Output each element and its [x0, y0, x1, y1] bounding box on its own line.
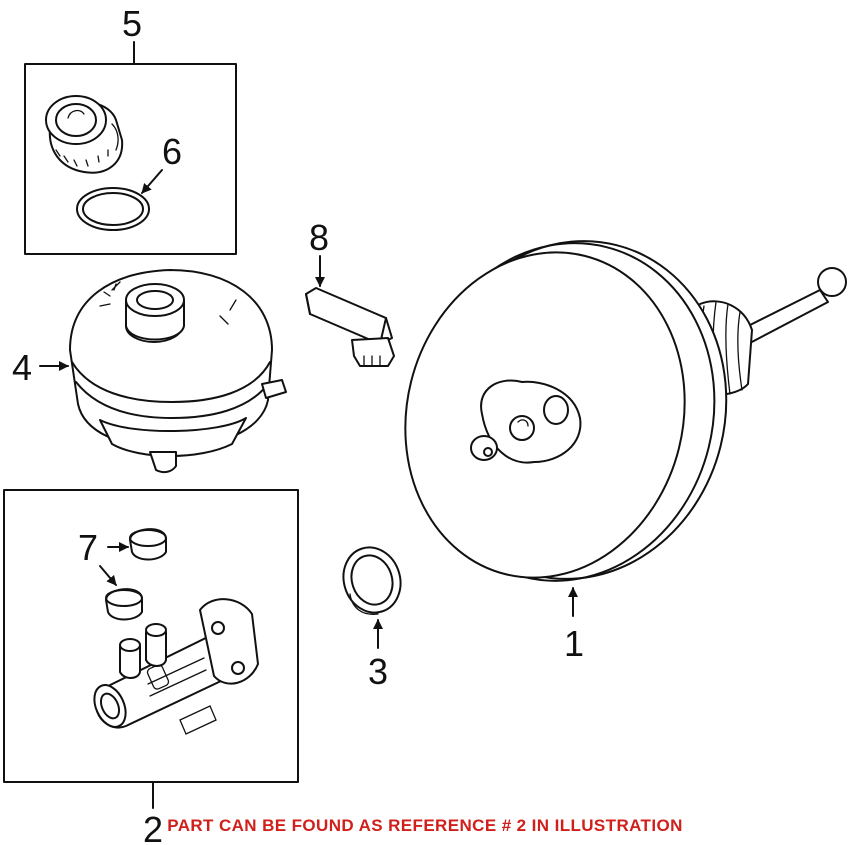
callout-1: 1	[564, 623, 584, 664]
callout-6: 6	[162, 131, 182, 172]
o-ring-6-drawing	[76, 187, 150, 231]
callout-3: 3	[368, 651, 388, 692]
master-cylinder-drawing	[93, 598, 259, 735]
callout-2: 2	[143, 809, 163, 845]
grommet-lower-drawing	[105, 588, 143, 621]
seal-3-drawing	[342, 546, 402, 615]
reference-note: PART CAN BE FOUND AS REFERENCE # 2 IN IL…	[167, 816, 683, 835]
callout-7: 7	[78, 527, 98, 568]
arrow-7b	[99, 565, 117, 586]
arrow-6	[141, 169, 163, 194]
callout-4: 4	[12, 347, 32, 388]
master-cylinder-group-box	[3, 489, 299, 783]
callout-5: 5	[122, 3, 142, 44]
cap-group-box	[24, 63, 237, 255]
grommet-upper-drawing	[129, 528, 167, 561]
brake-booster-drawing	[404, 240, 847, 582]
fluid-reservoir-drawing	[69, 269, 287, 474]
reservoir-cap-drawing	[45, 95, 124, 174]
sensor-drawing	[305, 287, 395, 367]
callout-8: 8	[309, 217, 329, 258]
